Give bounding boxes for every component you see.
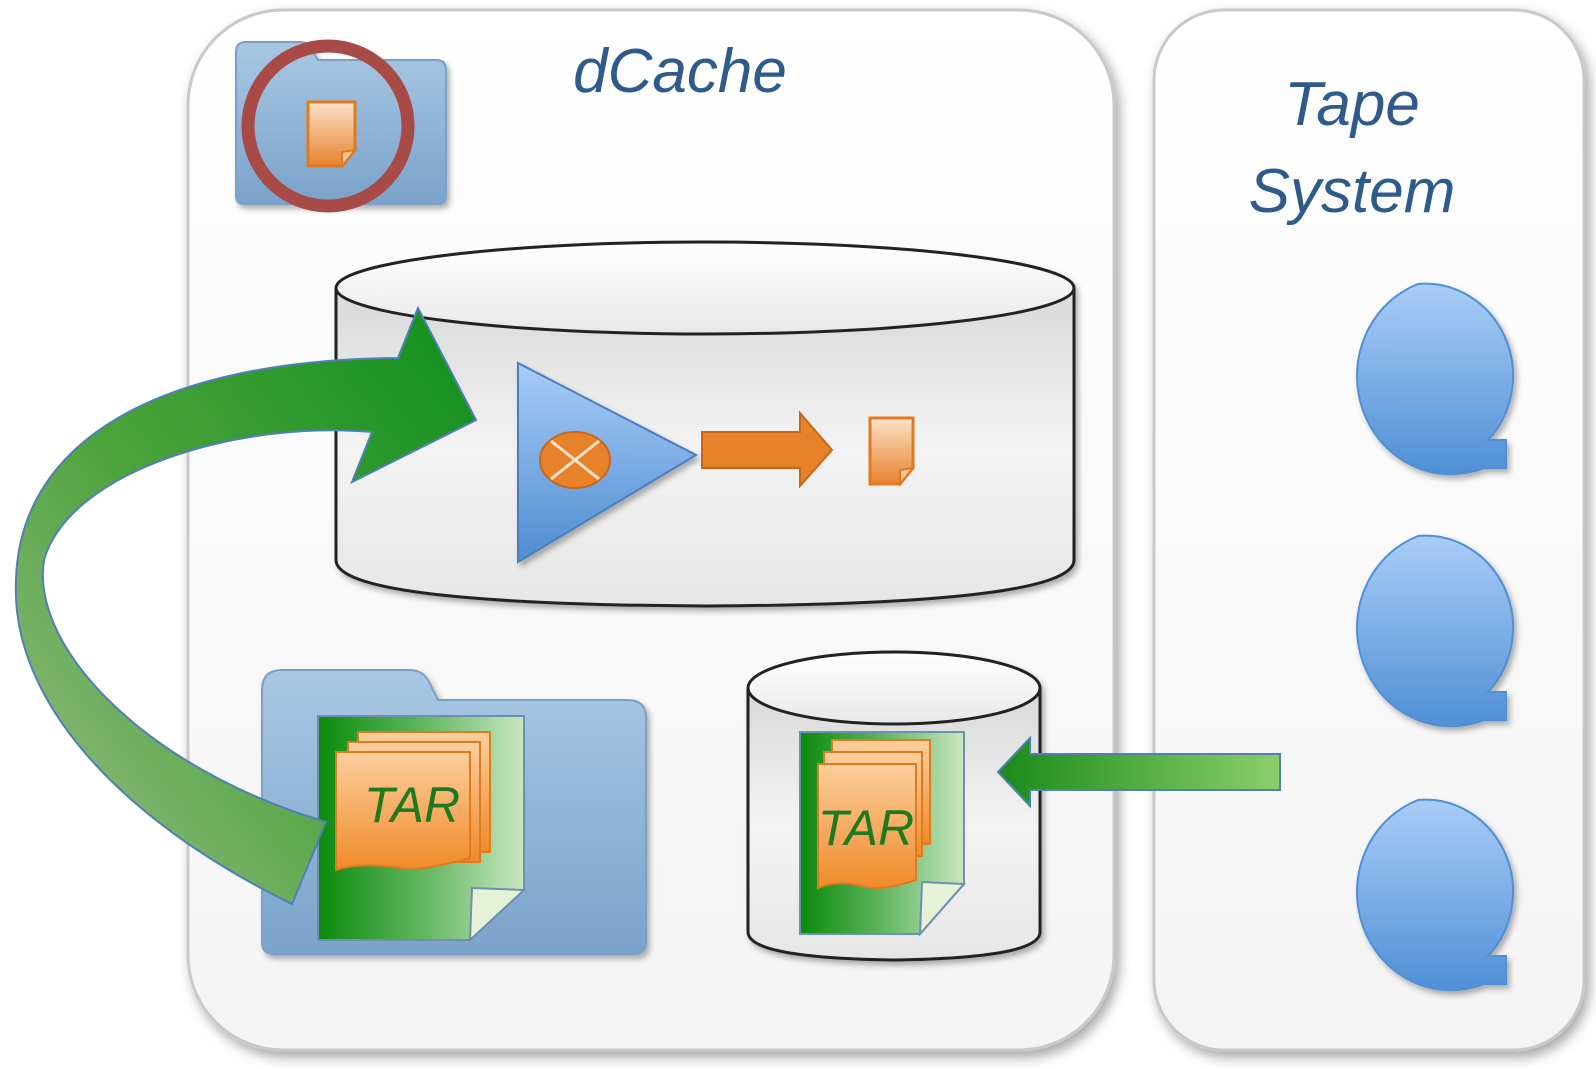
tar-archive-icon: TAR: [317, 715, 527, 943]
file-icon: [306, 100, 358, 169]
tar-folder: TAR: [261, 669, 647, 955]
disk-pool-staging: TAR: [746, 650, 1042, 962]
disk-cylinder-icon: [334, 240, 1076, 336]
stage-arrow-icon: [996, 735, 1281, 809]
extracted-file-icon: [868, 416, 916, 487]
tape-reel-icon: [1356, 534, 1515, 728]
unpack-triangle-icon: [517, 361, 699, 564]
tape-reel-icon: [1356, 282, 1515, 476]
unpack-flow-arrow-icon: [14, 305, 478, 906]
tar-archive-icon: TAR: [799, 731, 967, 937]
dcache-label: dCache: [573, 37, 787, 106]
tape-reel-icon: [1356, 798, 1515, 992]
extract-arrow-icon: [701, 410, 834, 489]
tape-label-line2: System: [1249, 157, 1456, 226]
tar-label: TAR: [818, 800, 914, 856]
tar-label: TAR: [364, 777, 460, 833]
highlighted-folder: [235, 39, 447, 213]
disk-cylinder-icon: [746, 650, 1042, 726]
highlight-ring: [241, 39, 415, 213]
tape-label-line1: Tape: [1284, 70, 1420, 139]
